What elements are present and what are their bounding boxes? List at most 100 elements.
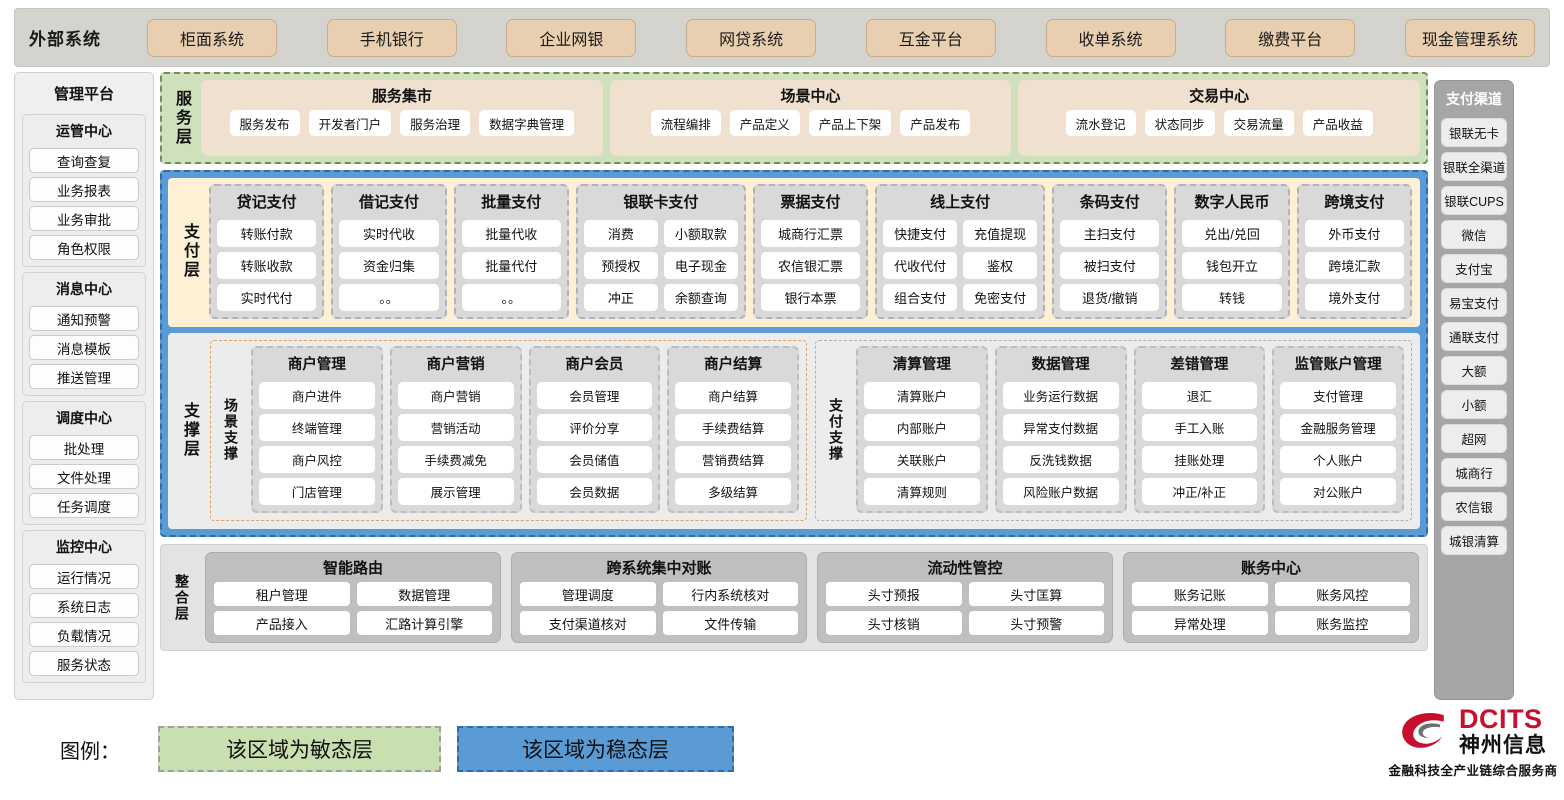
payment-item[interactable]: 。。 (461, 284, 561, 311)
payment-channel-item[interactable]: 支付宝 (1441, 254, 1507, 283)
payment-channel-item[interactable]: 农信银 (1441, 492, 1507, 521)
payment-channel-item[interactable]: 易宝支付 (1441, 288, 1507, 317)
payment-item[interactable]: 外币支付 (1304, 220, 1405, 247)
support-item[interactable]: 会员储值 (536, 446, 653, 473)
management-item[interactable]: 角色权限 (29, 235, 139, 260)
payment-channel-item[interactable]: 超网 (1441, 424, 1507, 453)
external-system-chip[interactable]: 互金平台 (865, 18, 996, 57)
external-system-chip[interactable]: 企业网银 (506, 18, 637, 57)
payment-item[interactable]: 代收代付 (883, 252, 958, 279)
support-item[interactable]: 风险账户数据 (1002, 478, 1119, 505)
payment-channel-item[interactable]: 银联全渠道 (1441, 152, 1507, 181)
payment-item[interactable]: 城商行汇票 (760, 220, 861, 247)
service-item[interactable]: 产品上下架 (808, 110, 892, 136)
payment-channel-item[interactable]: 大额 (1441, 356, 1507, 385)
management-item[interactable]: 消息模板 (29, 335, 139, 360)
service-item[interactable]: 产品收益 (1302, 110, 1373, 136)
payment-item[interactable]: 组合支付 (883, 284, 958, 311)
payment-channel-item[interactable]: 通联支付 (1441, 322, 1507, 351)
payment-item[interactable]: 小额取款 (663, 220, 738, 247)
support-item[interactable]: 终端管理 (259, 414, 375, 441)
management-item[interactable]: 任务调度 (29, 493, 139, 518)
payment-item[interactable]: 免密支付 (963, 284, 1038, 311)
payment-item[interactable]: 农信银汇票 (760, 252, 861, 279)
service-item[interactable]: 数据字典管理 (479, 110, 575, 136)
payment-item[interactable]: 实时代付 (217, 284, 317, 311)
integration-item[interactable]: 异常处理 (1132, 611, 1268, 635)
management-item[interactable]: 负载情况 (29, 622, 139, 647)
management-item[interactable]: 服务状态 (29, 651, 139, 676)
management-item[interactable]: 推送管理 (29, 364, 139, 389)
support-item[interactable]: 商户进件 (259, 382, 375, 409)
support-item[interactable]: 个人账户 (1280, 446, 1396, 473)
payment-item[interactable]: 。。 (339, 284, 439, 311)
support-item[interactable]: 营销费结算 (675, 446, 791, 473)
payment-channel-item[interactable]: 小额 (1441, 390, 1507, 419)
integration-item[interactable]: 数据管理 (356, 582, 492, 606)
management-item[interactable]: 业务报表 (29, 177, 139, 202)
support-item[interactable]: 冲正/补正 (1141, 478, 1258, 505)
service-item[interactable]: 产品定义 (729, 110, 800, 136)
integration-item[interactable]: 账务监控 (1274, 611, 1410, 635)
payment-item[interactable]: 预授权 (583, 252, 658, 279)
support-item[interactable]: 展示管理 (397, 478, 514, 505)
external-system-chip[interactable]: 现金管理系统 (1404, 18, 1535, 57)
integration-item[interactable]: 头寸预警 (968, 611, 1104, 635)
integration-item[interactable]: 管理调度 (520, 582, 656, 606)
support-item[interactable]: 多级结算 (675, 478, 791, 505)
integration-item[interactable]: 支付渠道核对 (520, 611, 656, 635)
payment-item[interactable]: 资金归集 (339, 252, 439, 279)
external-system-chip[interactable]: 网贷系统 (686, 18, 817, 57)
payment-item[interactable]: 退货/撤销 (1060, 284, 1160, 311)
integration-item[interactable]: 头寸预报 (826, 582, 962, 606)
service-item[interactable]: 服务治理 (400, 110, 471, 136)
service-item[interactable]: 流程编排 (650, 110, 721, 136)
service-item[interactable]: 服务发布 (229, 110, 300, 136)
integration-item[interactable]: 产品接入 (214, 611, 350, 635)
payment-channel-item[interactable]: 微信 (1441, 220, 1507, 249)
payment-channel-item[interactable]: 城商行 (1441, 458, 1507, 487)
service-item[interactable]: 产品发布 (900, 110, 971, 136)
service-item[interactable]: 流水登记 (1065, 110, 1136, 136)
payment-item[interactable]: 快捷支付 (883, 220, 958, 247)
service-item[interactable]: 开发者门户 (308, 110, 392, 136)
payment-channel-item[interactable]: 银联无卡 (1441, 118, 1507, 147)
support-item[interactable]: 金融服务管理 (1280, 414, 1396, 441)
payment-item[interactable]: 实时代收 (339, 220, 439, 247)
payment-item[interactable]: 批量代付 (461, 252, 561, 279)
support-item[interactable]: 商户风控 (259, 446, 375, 473)
management-item[interactable]: 业务审批 (29, 206, 139, 231)
support-item[interactable]: 内部账户 (864, 414, 980, 441)
support-item[interactable]: 手续费结算 (675, 414, 791, 441)
payment-item[interactable]: 冲正 (583, 284, 658, 311)
payment-item[interactable]: 银行本票 (760, 284, 861, 311)
external-system-chip[interactable]: 缴费平台 (1225, 18, 1356, 57)
payment-channel-item[interactable]: 城银清算 (1441, 526, 1507, 555)
payment-item[interactable]: 批量代收 (461, 220, 561, 247)
external-system-chip[interactable]: 收单系统 (1045, 18, 1176, 57)
support-item[interactable]: 商户结算 (675, 382, 791, 409)
management-item[interactable]: 批处理 (29, 435, 139, 460)
external-system-chip[interactable]: 柜面系统 (147, 18, 277, 57)
management-item[interactable]: 系统日志 (29, 593, 139, 618)
service-item[interactable]: 状态同步 (1144, 110, 1215, 136)
support-item[interactable]: 手续费减免 (397, 446, 514, 473)
payment-item[interactable]: 转账付款 (217, 220, 317, 247)
payment-item[interactable]: 跨境汇款 (1304, 252, 1405, 279)
payment-item[interactable]: 充值提现 (963, 220, 1038, 247)
service-item[interactable]: 交易流量 (1223, 110, 1294, 136)
support-item[interactable]: 反洗钱数据 (1002, 446, 1119, 473)
support-item[interactable]: 关联账户 (864, 446, 980, 473)
support-item[interactable]: 业务运行数据 (1002, 382, 1119, 409)
support-item[interactable]: 会员管理 (536, 382, 653, 409)
payment-item[interactable]: 消费 (583, 220, 658, 247)
support-item[interactable]: 清算账户 (864, 382, 980, 409)
external-system-chip[interactable]: 手机银行 (326, 18, 457, 57)
payment-item[interactable]: 电子现金 (663, 252, 738, 279)
integration-item[interactable]: 头寸匡算 (968, 582, 1104, 606)
payment-item[interactable]: 鉴权 (963, 252, 1038, 279)
integration-item[interactable]: 账务记账 (1132, 582, 1268, 606)
support-item[interactable]: 退汇 (1141, 382, 1258, 409)
support-item[interactable]: 手工入账 (1141, 414, 1258, 441)
integration-item[interactable]: 头寸核销 (826, 611, 962, 635)
